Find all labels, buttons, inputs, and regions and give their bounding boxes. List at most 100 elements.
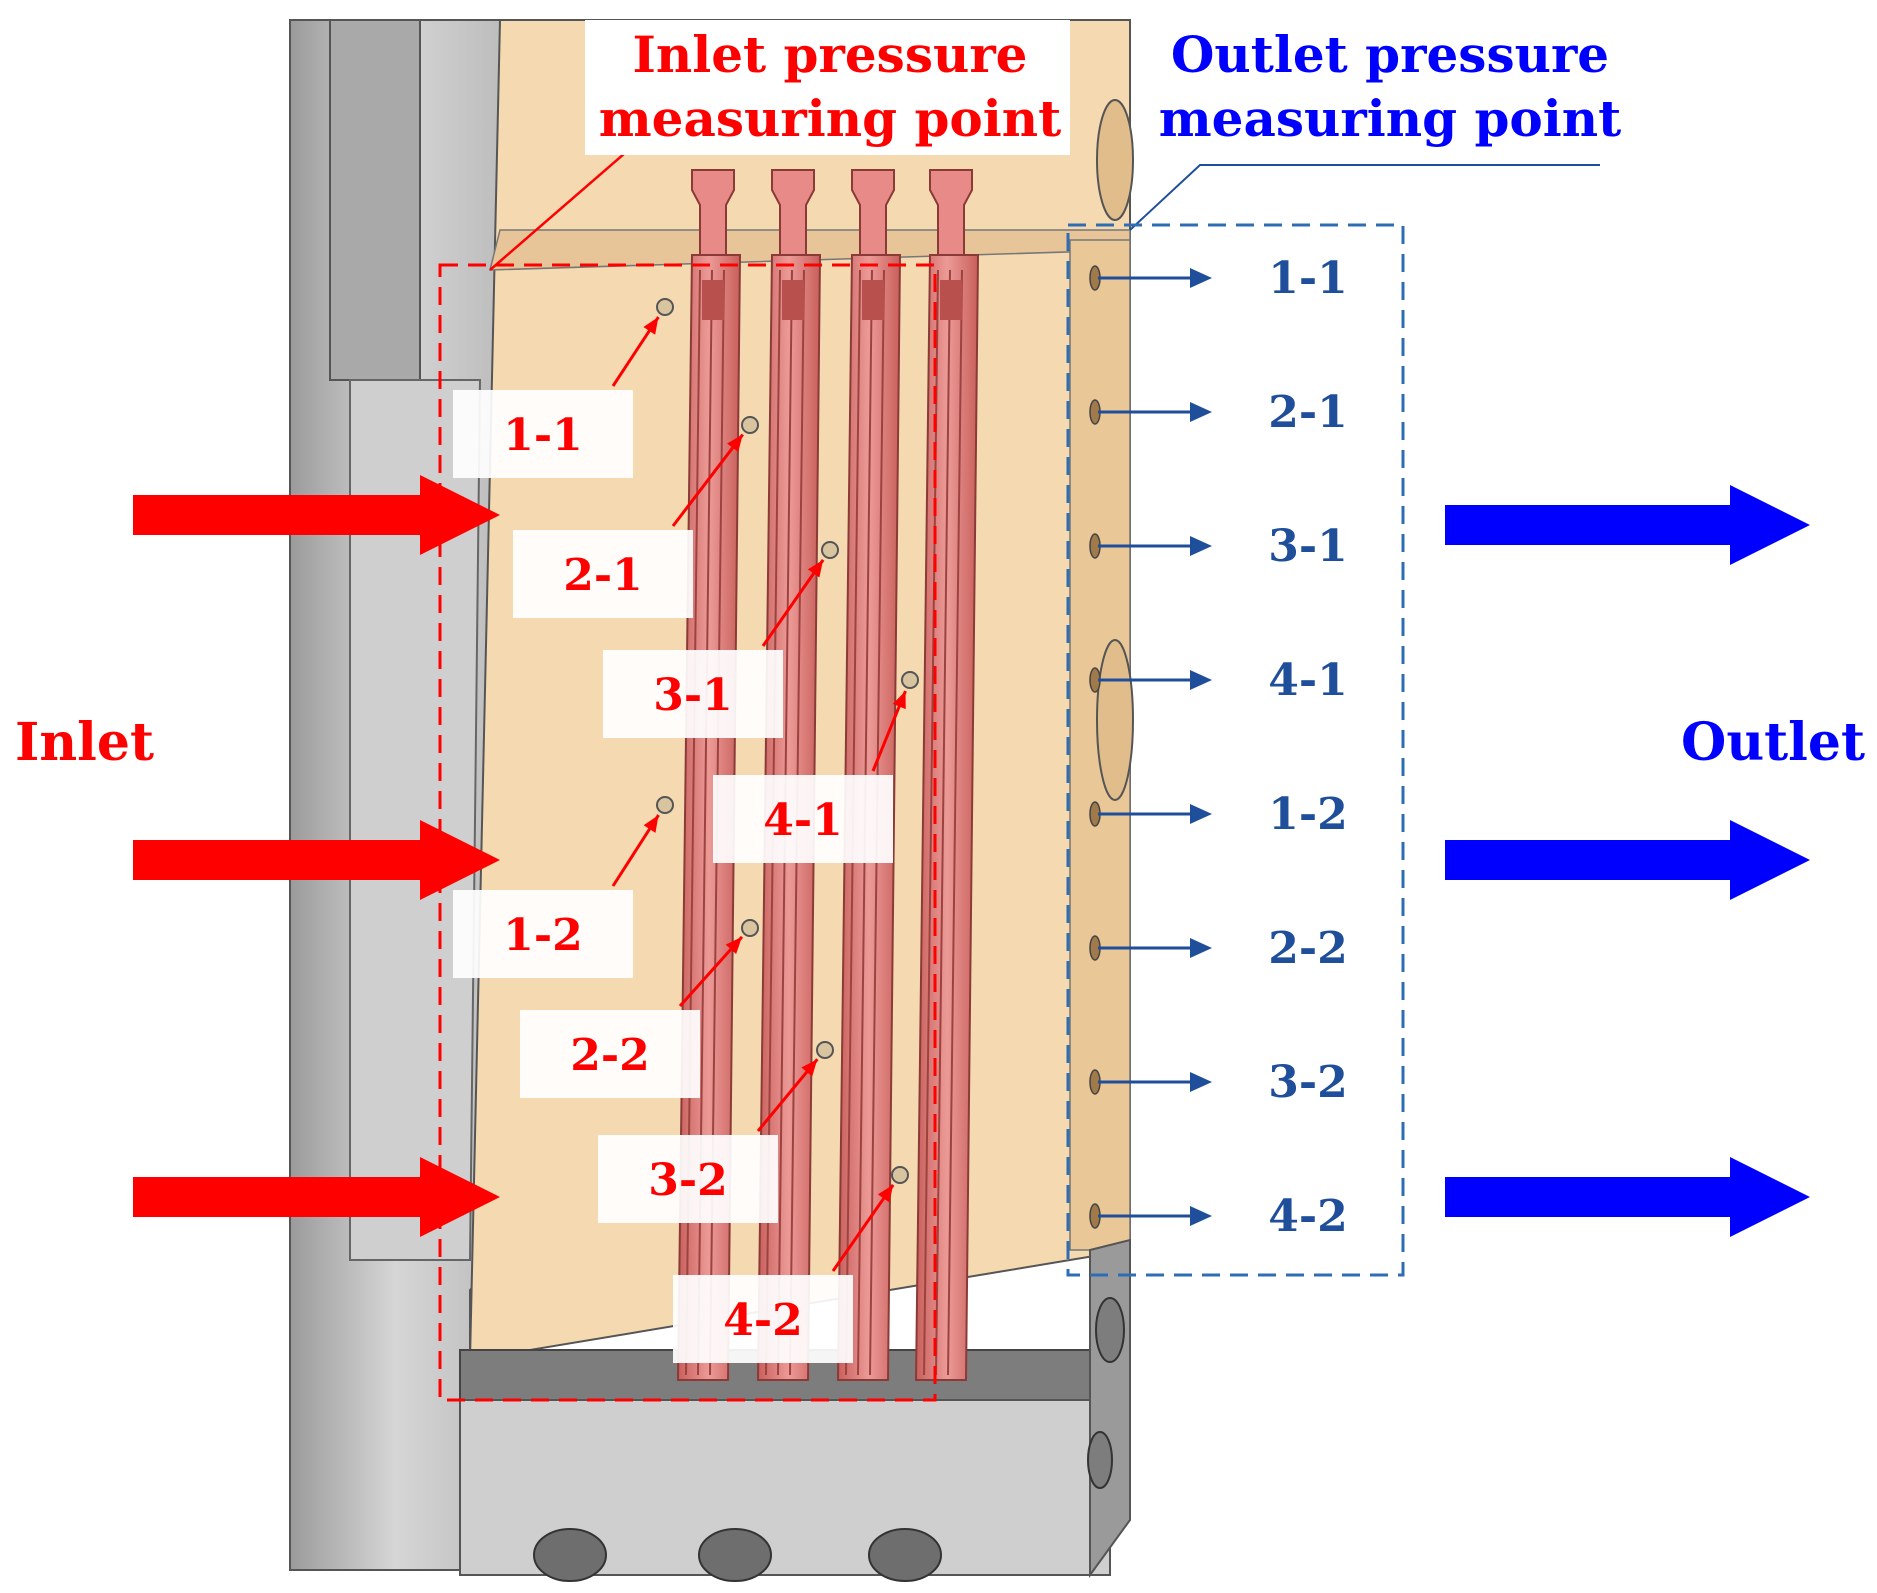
inlet-point-arrowhead: [892, 691, 906, 710]
outlet-point-arrowhead: [1190, 804, 1212, 824]
inlet-point-2-2: 2-2: [520, 919, 759, 1098]
inlet-point-arrowhead: [801, 1059, 818, 1077]
right-face-port-top: [1096, 99, 1134, 221]
inlet-point-2-1: 2-1: [513, 416, 759, 618]
inlet-point-arrow: [831, 1183, 895, 1272]
inlet-label: Inlet: [15, 712, 154, 773]
pressure-tap-hole: [656, 796, 674, 814]
inlet-point-3-1: 3-1: [603, 541, 839, 738]
inlet-point-arrowhead: [643, 815, 659, 833]
base-hole-3: [868, 1528, 942, 1582]
inlet-point-label-bg: [453, 390, 633, 478]
pressure-tap-hole: [901, 671, 919, 689]
plate-channel: [947, 269, 963, 1376]
outlet-flow-arrow-3: [1445, 1157, 1810, 1237]
pressure-tap-hole: [821, 541, 839, 559]
inlet-point-label: 2-2: [570, 1030, 650, 1081]
plate-slot: [862, 280, 884, 320]
base-hole-1: [533, 1528, 607, 1582]
pressure-tap-hole: [741, 416, 759, 434]
inlet-title-bg: [585, 20, 1070, 155]
inlet-title-line1: Inlet pressure: [633, 25, 1028, 84]
inlet-point-arrowhead: [727, 434, 743, 452]
side-bolt-1: [1095, 1297, 1125, 1363]
inlet-point-arrow: [671, 433, 744, 527]
outlet-point-arrowhead: [1190, 536, 1212, 556]
outlet-point-arrowhead: [1190, 1072, 1212, 1092]
inlet-point-label-bg: [513, 530, 693, 618]
side-bolt-2: [1087, 1431, 1113, 1489]
outlet-flow-arrow-2: [1445, 820, 1810, 900]
outlet-point-label: 1-2: [1268, 789, 1348, 840]
outlet-points: 1-1 2-1 3-1 4-1 1-2 2-2 3-2 4-2: [1089, 253, 1348, 1242]
left-frame-rail: [349, 379, 482, 1261]
inlet-points: 1-1 2-1 3-1 4-1 1-2 2-2 3-2 4-2: [453, 298, 919, 1363]
inlet-point-label: 1-1: [503, 410, 583, 461]
outlet-point-label: 3-1: [1268, 521, 1348, 572]
cooling-plate-4: [914, 169, 980, 1381]
outlet-point-label: 2-2: [1268, 923, 1348, 974]
inlet-point-3-2: 3-2: [598, 1041, 834, 1223]
outlet-title-line1: Outlet pressure: [1171, 25, 1609, 84]
inlet-point-arrowhead: [725, 936, 742, 954]
inlet-point-arrowhead: [643, 317, 659, 335]
outlet-point-label: 1-1: [1268, 253, 1348, 304]
outlet-point-1-1: 1-1: [1089, 253, 1348, 304]
outlet-point-arrowhead: [1190, 938, 1212, 958]
inlet-point-arrowhead: [807, 559, 824, 578]
outlet-point-label: 4-2: [1268, 1191, 1348, 1242]
inlet-point-label: 4-2: [723, 1295, 803, 1346]
outlet-label: Outlet: [1681, 712, 1865, 773]
inlet-point-label: 4-1: [763, 795, 843, 846]
inlet-point-label: 3-2: [648, 1155, 728, 1206]
cooling-plate-1: [676, 169, 742, 1381]
base-hole-2: [698, 1528, 772, 1582]
inlet-flow-arrow-1: [133, 475, 500, 555]
inlet-point-label-bg: [603, 650, 783, 738]
outlet-flow-arrow-1: [1445, 485, 1810, 565]
outlet-point-4-2: 4-2: [1089, 1191, 1348, 1242]
bottom-base: [459, 1399, 1111, 1576]
outlet-point-arrowhead: [1190, 402, 1212, 422]
inlet-point-label: 1-2: [503, 910, 583, 961]
inlet-title-line2: measuring point: [599, 89, 1061, 148]
right-face-port-mid: [1096, 639, 1134, 801]
pressure-tap-hole: [891, 1166, 909, 1184]
inlet-point-label-bg: [453, 890, 633, 978]
inlet-point-1-2: 1-2: [453, 796, 674, 978]
outlet-point-arrowhead: [1190, 268, 1212, 288]
inlet-point-4-2: 4-2: [673, 1166, 909, 1363]
inlet-flow-arrow-2: [133, 820, 500, 900]
inlet-point-label-bg: [520, 1010, 700, 1098]
flow-arrows: [133, 475, 1810, 1237]
outlet-point-arrowhead: [1190, 670, 1212, 690]
outlet-point-3-1: 3-1: [1089, 521, 1348, 572]
inlet-point-1-1: 1-1: [453, 298, 674, 478]
inlet-point-4-1: 4-1: [713, 671, 919, 863]
left-frame-inner: [329, 19, 421, 381]
bottom-base-right: [1089, 1238, 1131, 1579]
plate-slot: [702, 280, 724, 320]
plate-channel: [935, 269, 951, 1376]
inlet-point-label: 3-1: [653, 670, 733, 721]
inlet-point-label-bg: [598, 1135, 778, 1223]
outlet-point-label: 4-1: [1268, 655, 1348, 706]
outlet-measuring-region: [1066, 223, 1405, 1277]
pressure-tap-hole: [741, 919, 759, 937]
outlet-title-line2: measuring point: [1159, 89, 1621, 148]
outlet-point-1-2: 1-2: [1089, 789, 1348, 840]
outlet-point-arrowhead: [1190, 1206, 1212, 1226]
outlet-point-label: 3-2: [1268, 1057, 1348, 1108]
pressure-tap-hole: [656, 298, 674, 316]
plate-slot: [940, 280, 962, 320]
inlet-point-arrow: [761, 558, 825, 647]
outlet-point-4-1: 4-1: [1089, 655, 1348, 706]
inlet-point-label-bg: [713, 775, 893, 863]
plate-body: [914, 254, 980, 1381]
inlet-point-arrowhead: [877, 1184, 894, 1203]
outlet-point-2-1: 2-1: [1089, 387, 1348, 438]
outlet-title-leader: [1129, 164, 1600, 231]
outlet-point-3-2: 3-2: [1089, 1057, 1348, 1108]
inlet-point-label: 2-1: [563, 550, 643, 601]
